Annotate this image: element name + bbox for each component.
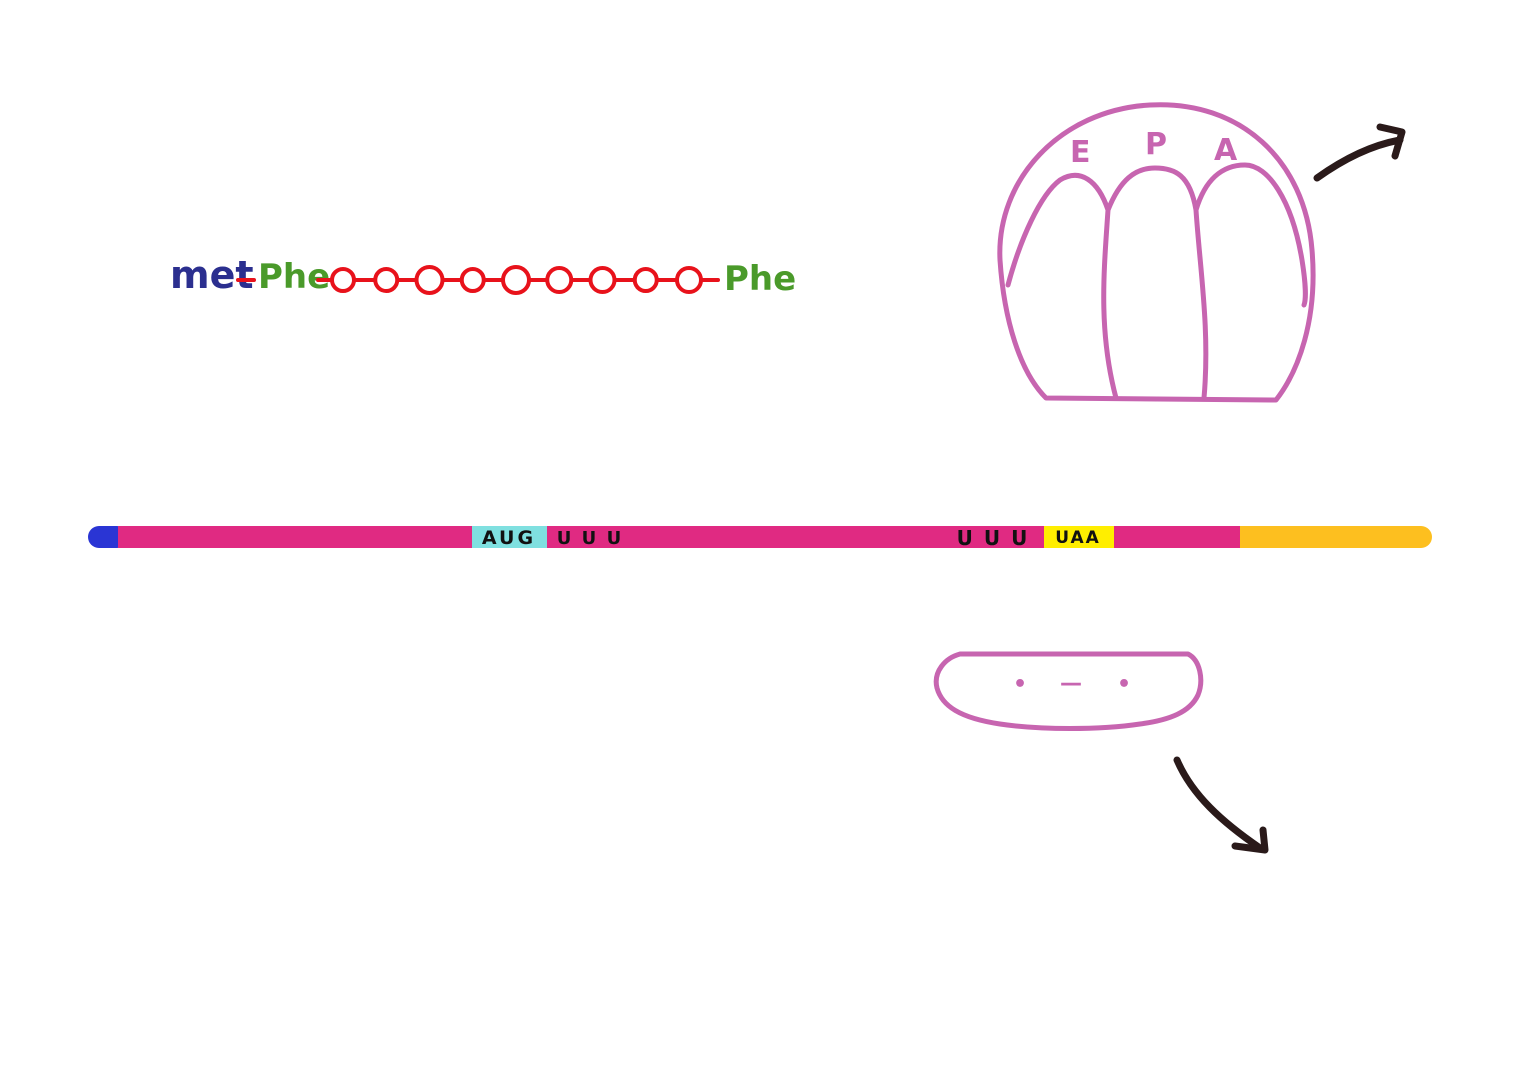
amino-acid-residue [632,267,659,293]
peptide-chain: met Phe Phe [170,253,796,299]
stop-codon-highlight [1044,526,1114,548]
start-codon-label: AUG [482,527,536,549]
ribosome-site-a [1193,162,1308,308]
small-subunit-outline [933,651,1204,731]
residue-chain [316,265,720,295]
site-label-a: A [1214,133,1238,168]
site-label-p: P [1145,127,1167,162]
stop-codon-label: UAA [1055,528,1101,548]
met-label: met [170,253,254,297]
amino-acid-residue [675,266,703,294]
ribosome-site-e [1005,172,1119,401]
codon-after-start-label: U U U [557,528,623,549]
amino-acid-residue [330,267,356,293]
mrna-strand: AUG U U U U U U UAA [88,526,1432,550]
ribosome-site-p [1105,165,1209,401]
amino-acid-residue [501,265,531,295]
ribosome-small-subunit: • — • [933,651,1204,731]
codon-before-stop-label: U U U [957,526,1030,550]
mrna-tail [1200,526,1432,548]
site-label-e: E [1070,135,1091,170]
anticodon-mark-3: • [1117,672,1131,697]
phe-label-first: Phe [258,257,330,297]
ribosome-large-subunit: E P A [997,102,1316,403]
amino-acid-residue [545,266,574,294]
amino-acid-residue [414,265,445,295]
phe-label-last: Phe [724,259,796,299]
mrna-body [118,526,1240,548]
anticodon-mark-2: — [1060,671,1082,696]
amino-acid-residue [459,267,486,293]
arrow-upper-right-icon [1313,123,1406,182]
start-codon-highlight [472,526,547,548]
amino-acid-residue [373,267,400,293]
amino-acid-residue [588,266,617,294]
ribosome-outline [997,102,1316,403]
arrow-lower-right-icon [1173,756,1269,854]
anticodon-mark-1: • [1013,672,1027,697]
